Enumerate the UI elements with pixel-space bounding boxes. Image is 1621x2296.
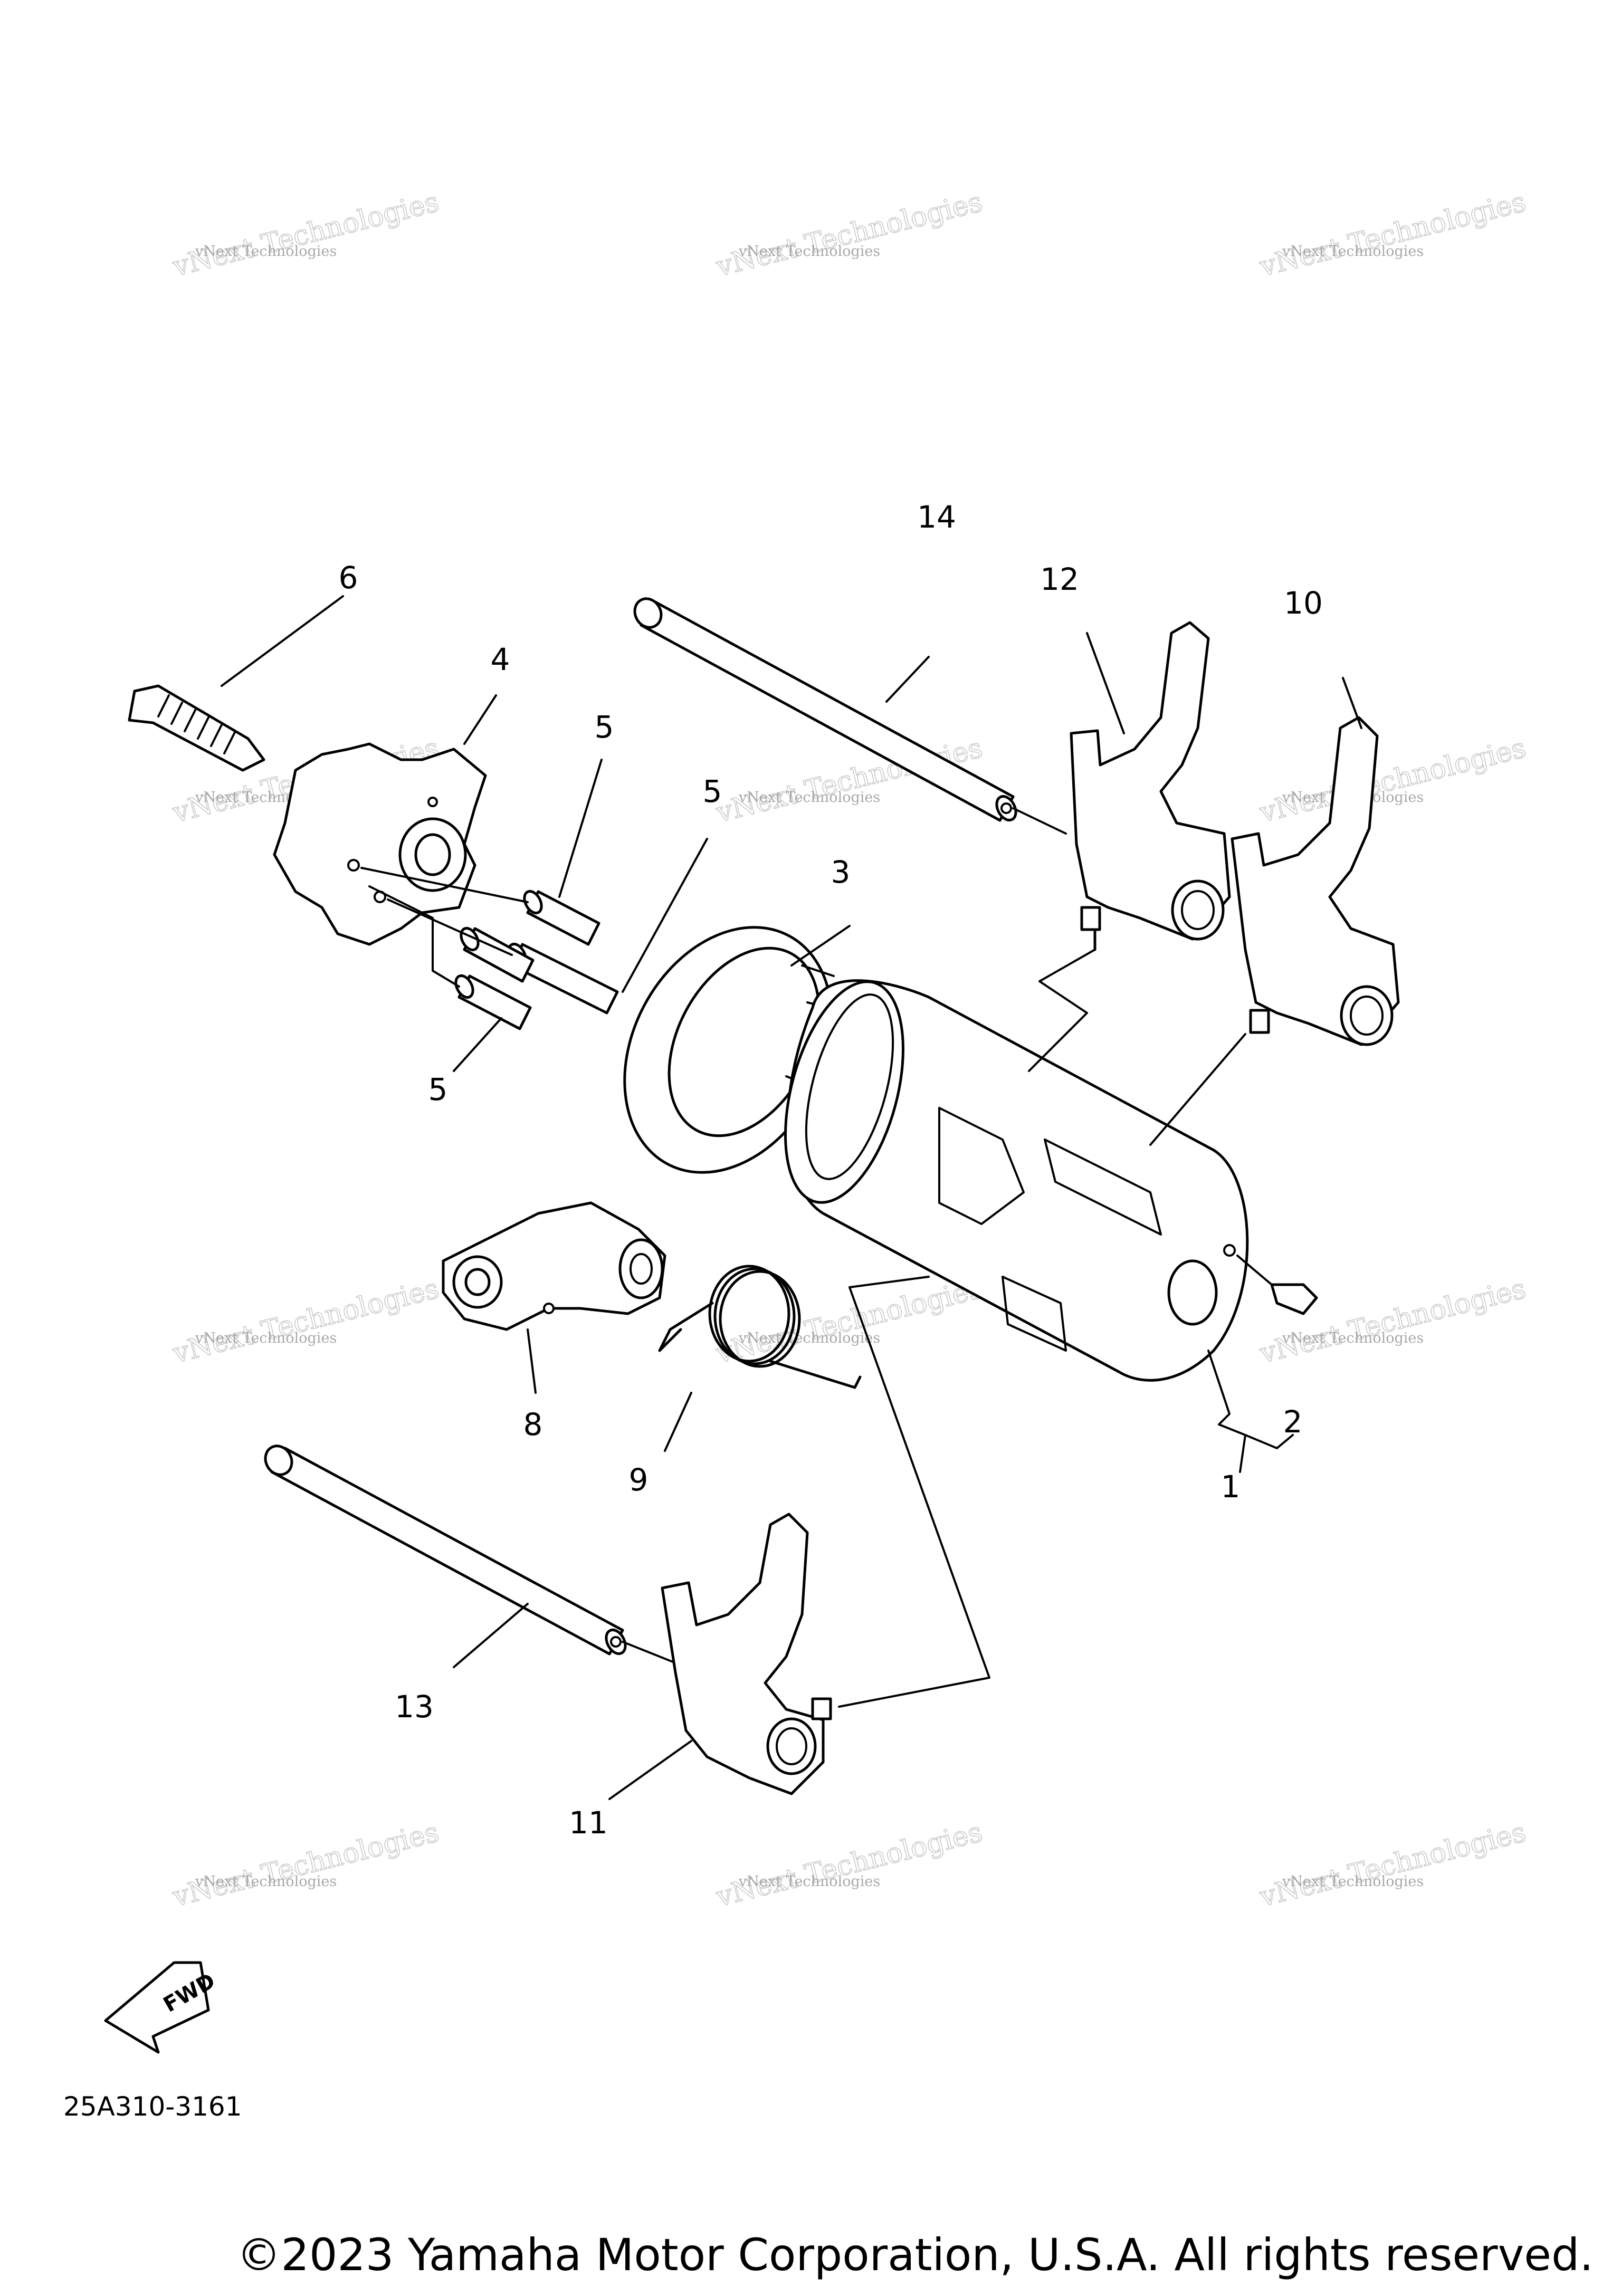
callout-9: 9 [629, 1462, 649, 1498]
watermark: vNext Technologies vNext Technologies [712, 1816, 986, 1914]
watermark: vNext Technologies vNext Technologies [1256, 1816, 1529, 1914]
watermark-small: vNext Technologies [195, 243, 337, 260]
callout-13: 13 [395, 1689, 434, 1725]
watermark: vNext Technologies vNext Technologies [169, 1273, 442, 1370]
watermark-large: vNext Technologies [1256, 1816, 1529, 1913]
watermark: vNext Technologies vNext Technologies [169, 1816, 442, 1914]
part-5-dowel-pin-upper [523, 889, 600, 946]
part-14-guide-bar-upper [633, 597, 1067, 835]
watermark-small: vNext Technologies [195, 1330, 337, 1346]
callout-7: 6 [339, 560, 358, 596]
watermark-large: vNext Technologies [1256, 186, 1529, 283]
callout-4: 4 [491, 642, 510, 677]
part-5-dowel-pin-lower [454, 926, 535, 1030]
part-8-stopper-lever [442, 1201, 666, 1331]
watermark-small: vNext Technologies [738, 789, 880, 806]
part-1-shift-cam [784, 979, 1249, 1382]
part-9-torsion-spring [658, 1265, 862, 1389]
callout-6: 5 [703, 773, 722, 809]
callout-5-lower: 5 [428, 1072, 448, 1107]
callout-12: 12 [1040, 561, 1079, 597]
pin-leader-lines [360, 867, 529, 988]
part-7-screw [128, 684, 265, 772]
part-12-shift-fork [1070, 621, 1231, 951]
callout-1: 1 [1221, 1469, 1241, 1505]
callout-5-upper: 5 [595, 709, 614, 745]
watermark: vNext Technologies vNext Technologies [1256, 186, 1529, 283]
watermark-large: vNext Technologies [169, 1273, 442, 1370]
callout-10: 10 [1284, 585, 1323, 621]
watermark-small: vNext Technologies [738, 1873, 880, 1890]
callout-14: 14 [917, 499, 956, 535]
watermark: vNext Technologies vNext Technologies [1256, 732, 1529, 829]
watermark: vNext Technologies vNext Technologies [712, 186, 986, 283]
callout-labels: 14 12 10 6 4 5 5 3 5 8 9 2 1 13 11 [339, 499, 1323, 1841]
watermark-large: vNext Technologies [713, 1816, 986, 1913]
watermark-small: vNext Technologies [1282, 1330, 1424, 1346]
watermark-large: vNext Technologies [713, 186, 986, 283]
part-2-pin [1236, 1255, 1318, 1315]
part-11-shift-fork [661, 1513, 832, 1795]
fwd-label: FWD [159, 1968, 220, 2017]
watermark-large: vNext Technologies [169, 1816, 442, 1913]
watermark-large: vNext Technologies [169, 186, 442, 283]
part-4-segment [273, 742, 487, 946]
part-13-guide-bar-lower [264, 1444, 687, 1668]
leader-lines [221, 595, 1362, 1800]
callout-11: 11 [569, 1805, 608, 1841]
callout-8: 8 [523, 1407, 543, 1442]
part-10-shift-fork [1231, 716, 1400, 1046]
watermark-small: vNext Technologies [1282, 1873, 1424, 1890]
copyright-notice: ©2023 Yamaha Motor Corporation, U.S.A. A… [236, 2229, 1594, 2281]
fwd-arrow-icon: FWD [104, 1961, 220, 2054]
watermark-large: vNext Technologies [1256, 732, 1529, 829]
callout-3: 3 [831, 854, 851, 890]
watermark-small: vNext Technologies [1282, 243, 1424, 260]
watermark-small: vNext Technologies [738, 1330, 880, 1346]
watermark: vNext Technologies vNext Technologies [169, 186, 442, 283]
watermark-small: vNext Technologies [738, 243, 880, 260]
watermark-small: vNext Technologies [195, 1873, 337, 1890]
part-3-bearing [623, 926, 840, 1174]
callout-2: 2 [1283, 1404, 1303, 1440]
diagram-code: 25A310-3161 [63, 2091, 242, 2122]
